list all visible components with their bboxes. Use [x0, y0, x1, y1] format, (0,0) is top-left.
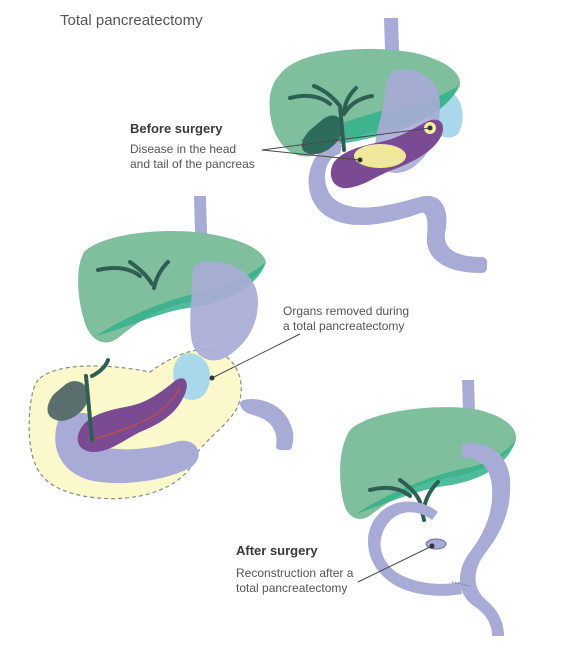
- middle-liver: [78, 230, 266, 343]
- removed-gallbladder: [47, 381, 89, 421]
- before-surgery-figure: [261, 18, 487, 273]
- before-bile-duct: [288, 84, 374, 152]
- removed-callout-line: [211, 333, 301, 379]
- after-callout-line: [357, 545, 433, 583]
- before-duodenum: [308, 141, 487, 273]
- before-callout-line: [261, 127, 431, 151]
- before-callout-dot-2: [357, 157, 363, 163]
- after-callout-line2: total pancreatectomy: [236, 581, 348, 595]
- removed-callout-line2: a total pancreatectomy: [283, 319, 405, 333]
- middle-bile-duct: [96, 260, 170, 290]
- after-suture-line: [451, 581, 471, 587]
- after-callout-dot: [429, 543, 435, 549]
- after-callout-line1: Reconstruction after a: [236, 566, 354, 580]
- after-surgery-heading: After surgery: [236, 543, 318, 558]
- after-surgery-callout: Reconstruction after a total pancreatect…: [236, 566, 376, 596]
- removed-organs-callout: Organs removed during a total pancreatec…: [283, 304, 433, 334]
- before-callout-line1: Disease in the head: [130, 142, 237, 156]
- after-stomach-loop: [459, 443, 511, 636]
- middle-liver-lobe: [96, 262, 266, 336]
- before-surgery-callout: Disease in the head and tail of the panc…: [130, 142, 270, 172]
- after-surgery-figure: [340, 380, 517, 636]
- middle-stomach: [190, 261, 258, 361]
- removed-organs-figure: [28, 196, 301, 500]
- middle-intestine-stub: [240, 399, 294, 450]
- removed-callout-line1: Organs removed during: [283, 304, 410, 318]
- after-jejunum-loop: [367, 501, 462, 596]
- before-gallbladder: [301, 115, 343, 155]
- before-callout-dot: [427, 125, 433, 131]
- before-callout-line-2: [261, 149, 361, 161]
- removed-bile-duct: [84, 358, 110, 442]
- removed-pancreas: [77, 378, 187, 452]
- removed-callout-dot: [209, 375, 215, 381]
- after-bile-duct: [368, 478, 440, 522]
- after-liver-lobe: [356, 440, 516, 514]
- after-liver: [340, 407, 517, 519]
- before-surgery-heading: Before surgery: [130, 121, 223, 136]
- before-disease-area: [354, 144, 406, 168]
- removed-pancreatic-duct: [87, 387, 181, 441]
- diagram-title: Total pancreatectomy: [60, 12, 203, 29]
- before-callout-line2: and tail of the pancreas: [130, 157, 255, 171]
